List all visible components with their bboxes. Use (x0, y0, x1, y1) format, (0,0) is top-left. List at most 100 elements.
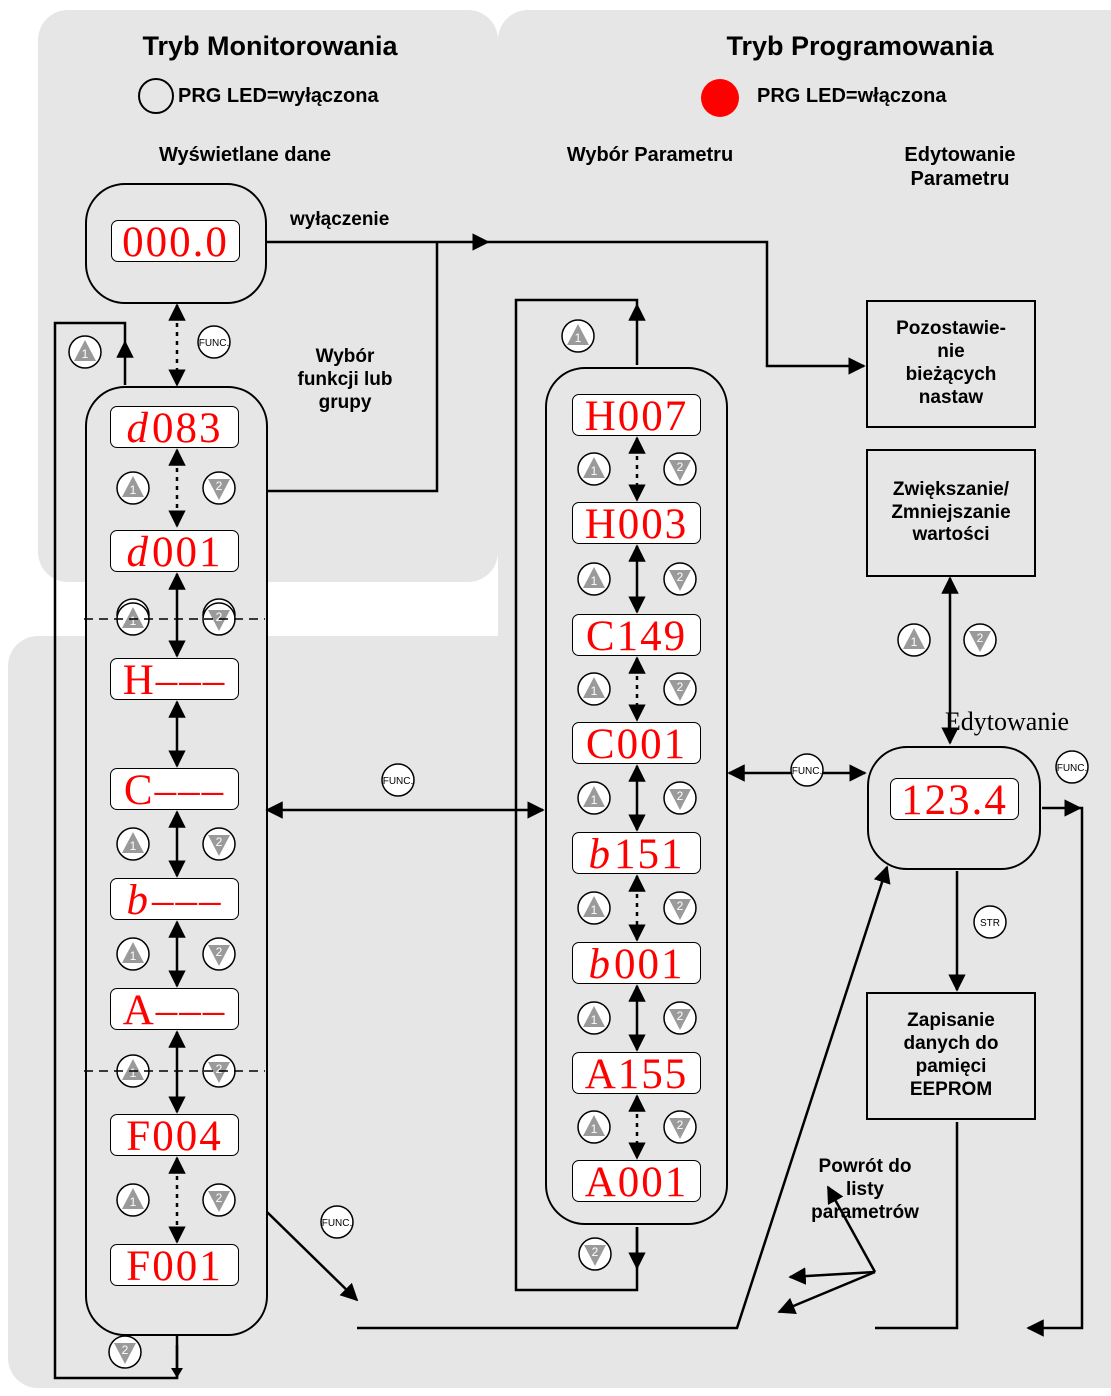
monitor-display-text-5: A––– (122, 987, 227, 1034)
program-region-join (440, 636, 560, 1388)
function-select-line-1: Wybór (315, 346, 375, 367)
program-display-7: A001 (572, 1160, 701, 1205)
down-key-icon-p0-label: 2 (677, 460, 684, 474)
eeprom-return-line (875, 1122, 959, 1330)
up-key-icon-p5-label: 1 (591, 1013, 598, 1027)
up-key-icon-p2 (583, 677, 605, 698)
right-return-line (1026, 806, 1084, 1337)
down-key-icon-m3-label: 2 (216, 835, 223, 849)
down-key-icon-m2 (208, 610, 230, 631)
return-line-2: listy (845, 1178, 885, 1200)
monitor-mode-title: Tryb Monitorowania (142, 31, 398, 61)
up-key-icon-p3 (583, 786, 605, 807)
program-display-3: C001 (572, 722, 701, 767)
down-key-icon-m0 (208, 479, 230, 500)
to-keep-settings-arrow (488, 240, 866, 375)
down-key-icon-p1-label: 2 (677, 570, 684, 584)
down-key-icon-p6 (669, 1118, 691, 1139)
keep-line-1: Pozostawie- (896, 318, 1006, 340)
program-display-text-0: H007 (584, 393, 689, 440)
up-key-icon-m2 (122, 607, 144, 628)
up-key-icon-loop (74, 340, 96, 361)
up-key-icon-p0 (583, 457, 605, 478)
store-key-icon-ring (973, 905, 1007, 939)
down-key-icon-m4-label: 2 (216, 945, 223, 959)
down-key-icon-m2-label: 2 (216, 610, 223, 624)
power-off-label: wyłączenie (290, 209, 390, 230)
prg-led-on-icon (701, 79, 739, 117)
func-key-icon-right-ring (1055, 750, 1089, 784)
incdec-line-2: Zmniejszanie (891, 501, 1011, 523)
param-edit-line-2: Parametru (910, 168, 1010, 190)
up-key-icon-m4 (122, 942, 144, 963)
return-fan-arrow-3 (777, 1270, 876, 1315)
monitor-loop-line (53, 321, 179, 1380)
up-key-icon-m6-label: 1 (130, 1195, 137, 1209)
down-key-icon-p6-label: 2 (677, 1118, 684, 1132)
down-key-icon-m3 (208, 835, 230, 856)
monitor-display-prefix-1: d (126, 529, 150, 576)
program-display-4: b151 (572, 832, 701, 877)
down-key-icon-m0-label: 2 (216, 479, 223, 493)
incdec-line-1: Zwiększanie/ (892, 478, 1010, 500)
down-key-icon-m6-label: 2 (216, 1191, 223, 1205)
up-key-icon-m2-label: 1 (130, 614, 137, 628)
down-key-icon-p4 (669, 899, 691, 920)
func-key-icon-right-label: FUNC. (1057, 763, 1088, 774)
up-key-icon-p4-label: 1 (591, 903, 598, 917)
monitor-display-text-6: F004 (126, 1113, 223, 1160)
down-key-icon-p5 (669, 1009, 691, 1030)
down-key-icon-p2-label: 2 (677, 680, 684, 694)
program-display-0: H007 (572, 394, 701, 439)
program-display-1: H003 (572, 502, 701, 547)
up-key-icon-m6 (122, 1188, 144, 1209)
func-key-icon-top-label: FUNC. (199, 338, 230, 349)
store-key-icon-label: STR (980, 918, 1000, 929)
up-key-icon-ploop-label: 1 (575, 331, 582, 345)
top-display: 000.0 (111, 220, 240, 265)
up-key-icon-p0-label: 1 (591, 464, 598, 478)
prg-led-off-label: PRG LED=wyłączona (178, 85, 379, 107)
down-key-icon-ploop-label: 2 (592, 1245, 599, 1259)
up-key-icon-m0 (122, 476, 144, 497)
down-key-icon-m4 (208, 945, 230, 966)
up-key-icon-m5 (122, 1059, 144, 1080)
func-key-icon-top-ring (197, 325, 231, 359)
up-key-icon-m0-label: 1 (130, 483, 137, 497)
down-key-icon-edit (969, 631, 991, 652)
monitor-display-4: b––– (110, 878, 239, 923)
down-key-icon-p4-label: 2 (677, 899, 684, 913)
monitor-display-5: A––– (110, 988, 239, 1033)
monitor-display-text-2: H––– (122, 657, 227, 704)
save-line-2: danych do (903, 1033, 999, 1055)
up-key-icon-p6 (583, 1115, 605, 1136)
up-key-icon-m3 (122, 832, 144, 853)
program-display-text-1: H003 (584, 501, 689, 548)
keep-settings-box: Pozostawie- nie bieżących nastaw (866, 300, 1036, 428)
monitor-bottom-arrowhead (171, 1368, 183, 1378)
keep-line-2: nie (937, 341, 965, 363)
prg-led-on-label: PRG LED=włączona (757, 85, 947, 107)
monitor-display-2: H––– (110, 658, 239, 703)
monitor-display-text-3: C––– (123, 767, 226, 814)
save-line-1: Zapisanie (907, 1010, 995, 1032)
monitor-display-1: d001 (110, 530, 239, 575)
return-fan-arrow-2 (788, 1267, 876, 1285)
param-edit-label: Edytowanie Parametru (855, 143, 1065, 191)
up-key-icon-edit (903, 628, 925, 649)
prg-led-off-icon (138, 78, 174, 114)
up-key-icon-p1 (583, 567, 605, 588)
func-key-icon-edit-ring (790, 753, 824, 787)
up-key-icon-p6-label: 1 (591, 1122, 598, 1136)
return-line-1: Powrót do (818, 1156, 912, 1177)
displayed-data-label: Wyświetlane dane (159, 144, 331, 166)
program-display-text-4: 151 (614, 831, 685, 878)
down-key-icon-m5 (208, 1062, 230, 1083)
keep-line-4: nastaw (918, 386, 984, 408)
program-display-text-7: A001 (584, 1159, 689, 1206)
function-select-line-3: grupy (318, 391, 372, 413)
down-key-icon-p1 (669, 570, 691, 591)
program-display-6: A155 (572, 1052, 701, 1097)
program-display-text-6: A155 (584, 1051, 689, 1098)
function-select-line-2: funkcji lub (297, 368, 393, 390)
